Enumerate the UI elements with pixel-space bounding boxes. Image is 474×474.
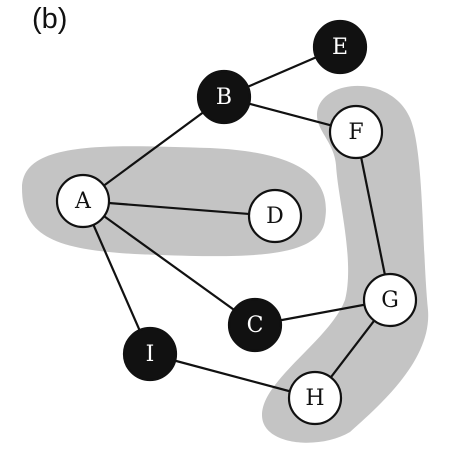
edge-f-g bbox=[354, 131, 392, 301]
node-h-circle bbox=[287, 370, 343, 426]
node-i: I bbox=[122, 326, 178, 382]
node-g-label: G bbox=[381, 288, 399, 313]
node-g-circle bbox=[362, 272, 418, 328]
edge-a-c bbox=[82, 200, 256, 326]
edge-a-i bbox=[81, 200, 152, 355]
node-a: A bbox=[55, 173, 111, 229]
panel-label: (b) bbox=[32, 3, 68, 35]
node-i-circle bbox=[122, 326, 178, 382]
node-b-circle bbox=[196, 69, 252, 125]
group-left-highlight bbox=[22, 146, 326, 257]
node-f: F bbox=[328, 104, 384, 160]
nodes: A B C D E F G H I bbox=[55, 19, 418, 426]
edge-a-d bbox=[82, 199, 276, 218]
edge-a-b bbox=[82, 96, 225, 202]
node-g: G bbox=[362, 272, 418, 328]
node-c: C bbox=[227, 297, 283, 353]
node-a-circle bbox=[55, 173, 111, 229]
node-b-label: B bbox=[216, 85, 232, 110]
node-h: H bbox=[287, 370, 343, 426]
node-c-label: C bbox=[247, 313, 264, 338]
node-e-label: E bbox=[332, 35, 348, 60]
highlight-groups bbox=[22, 85, 429, 443]
node-b: B bbox=[196, 69, 252, 125]
node-d-circle bbox=[247, 188, 303, 244]
node-c-circle bbox=[227, 297, 283, 353]
node-f-circle bbox=[328, 104, 384, 160]
node-e-circle bbox=[312, 19, 368, 75]
node-e: E bbox=[312, 19, 368, 75]
node-d: D bbox=[247, 188, 303, 244]
node-h-label: H bbox=[305, 386, 324, 411]
node-f-label: F bbox=[348, 120, 363, 145]
edge-i-h bbox=[149, 352, 316, 400]
node-a-label: A bbox=[74, 189, 92, 214]
node-d-label: D bbox=[266, 204, 284, 229]
group-right-highlight bbox=[262, 85, 429, 443]
node-i-label: I bbox=[146, 342, 155, 367]
